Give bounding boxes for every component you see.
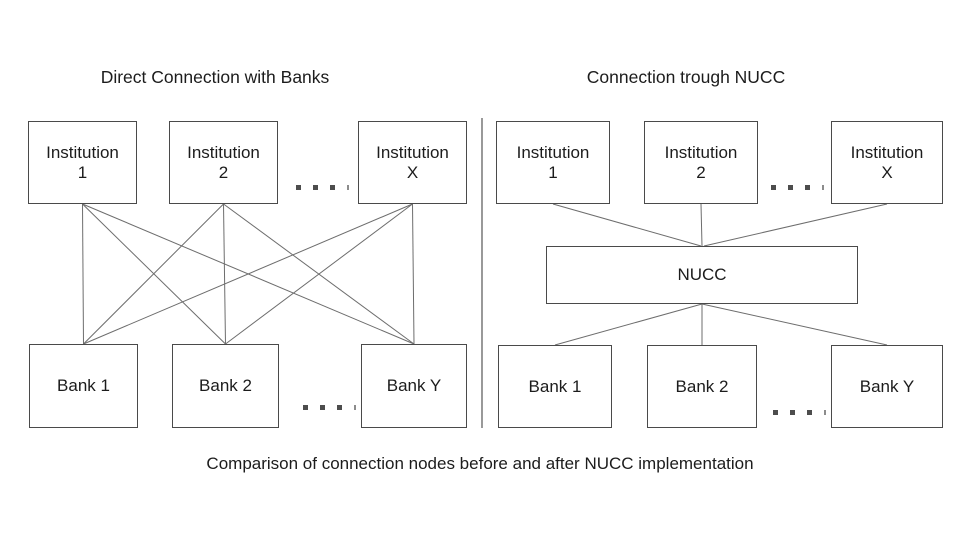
dot <box>807 410 812 415</box>
bank-label: Bank 2 <box>675 376 729 396</box>
dot <box>347 185 349 190</box>
ellipsis-dots <box>303 405 356 410</box>
dot <box>330 185 335 190</box>
bank-label: Bank 1 <box>528 376 582 396</box>
dot <box>320 405 325 410</box>
nucc-label: NUCC <box>677 265 727 284</box>
dot <box>788 185 793 190</box>
bank-box: Bank 2 <box>172 344 279 428</box>
bank-label: Bank 1 <box>57 376 110 395</box>
connection-line <box>700 203 703 247</box>
dot <box>313 185 318 190</box>
institution-label: Institution 1 <box>516 142 590 182</box>
institution-box: Institution 2 <box>644 121 758 204</box>
left-section-title: Direct Connection with Banks <box>100 67 330 87</box>
bank-box: Bank 1 <box>498 345 612 428</box>
bank-label: Bank Y <box>859 376 915 396</box>
institution-box: Institution 2 <box>169 121 278 204</box>
connection-line <box>223 203 226 345</box>
bank-box: Bank 2 <box>647 345 757 428</box>
institution-label: Institution 1 <box>46 142 119 182</box>
bank-label: Bank Y <box>386 376 442 395</box>
dot <box>822 185 824 190</box>
connection-line <box>82 203 84 345</box>
ellipsis-dots <box>773 410 826 415</box>
institution-label: Institution X <box>850 142 924 182</box>
bank-box: Bank Y <box>361 344 467 428</box>
dot <box>824 410 826 415</box>
nucc-hub-box: NUCC <box>546 246 858 304</box>
right-section-title: Connection trough NUCC <box>586 67 786 87</box>
dot <box>296 185 301 190</box>
dot <box>771 185 776 190</box>
dot <box>303 405 308 410</box>
bank-box: Bank 1 <box>29 344 138 428</box>
connection-line <box>225 203 413 345</box>
dot <box>805 185 810 190</box>
dot <box>790 410 795 415</box>
connection-line <box>554 303 703 346</box>
connection-line <box>83 203 224 345</box>
connection-line <box>412 203 415 345</box>
ellipsis-dots <box>771 185 824 190</box>
diagram-caption: Comparison of connection nodes before an… <box>206 454 754 473</box>
ellipsis-dots <box>296 185 349 190</box>
connection-line <box>703 203 888 247</box>
dot <box>337 405 342 410</box>
institution-box: Institution 1 <box>496 121 610 204</box>
bank-label: Bank 2 <box>199 376 252 395</box>
institution-label: Institution 2 <box>664 142 738 182</box>
bank-box: Bank Y <box>831 345 943 428</box>
connection-line <box>552 203 702 247</box>
institution-box: Institution X <box>831 121 943 204</box>
connection-line <box>701 303 888 346</box>
connection-line <box>83 203 413 345</box>
dot <box>354 405 356 410</box>
institution-box: Institution X <box>358 121 467 204</box>
dot <box>773 410 778 415</box>
institution-label: Institution X <box>376 142 449 182</box>
institution-box: Institution 1 <box>28 121 137 204</box>
institution-label: Institution 2 <box>187 142 260 182</box>
